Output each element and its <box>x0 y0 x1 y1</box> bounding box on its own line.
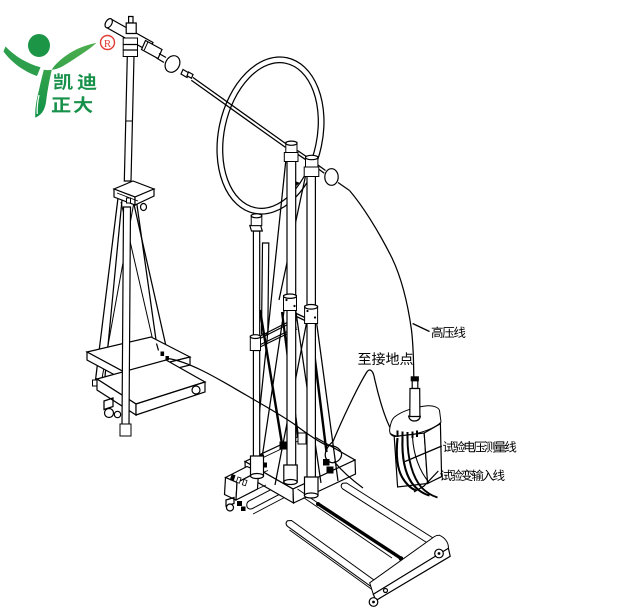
svg-text:R: R <box>104 38 112 50</box>
